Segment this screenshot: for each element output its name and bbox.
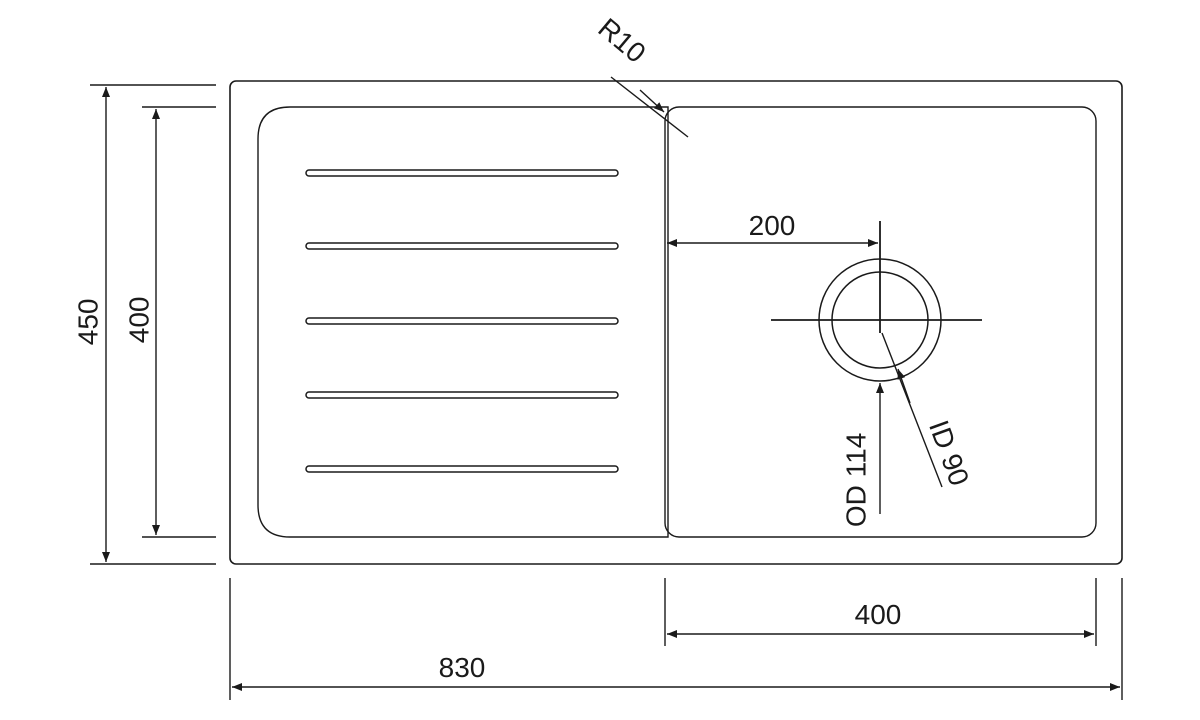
basin-height-label: 400 [124,297,155,344]
basin-outline [664,106,1097,538]
drain-offset-label: 200 [749,210,796,241]
drain [771,221,982,382]
drainboard-groove [305,242,619,250]
drainboard-grooves [305,169,619,473]
drainboard-groove [305,465,619,473]
drainboard-groove [305,317,619,325]
inner-diameter-leader [881,332,943,488]
basin-width-label: 400 [855,599,902,630]
drainboard-outline [257,106,669,538]
inner-diameter-label: ID 90 [923,416,975,490]
drainboard-groove [305,391,619,399]
sink-outer-outline [229,80,1123,565]
corner-radius-label: R10 [592,12,651,69]
corner-radius-leader [610,76,689,138]
overall-width-label: 830 [439,652,486,683]
inner-diameter-arrow [897,368,911,404]
outer-diameter-label: OD 114 [841,433,872,527]
corner-radius-arrow [639,89,665,113]
drainboard-groove [305,169,619,177]
outer-height-label: 450 [73,299,104,346]
